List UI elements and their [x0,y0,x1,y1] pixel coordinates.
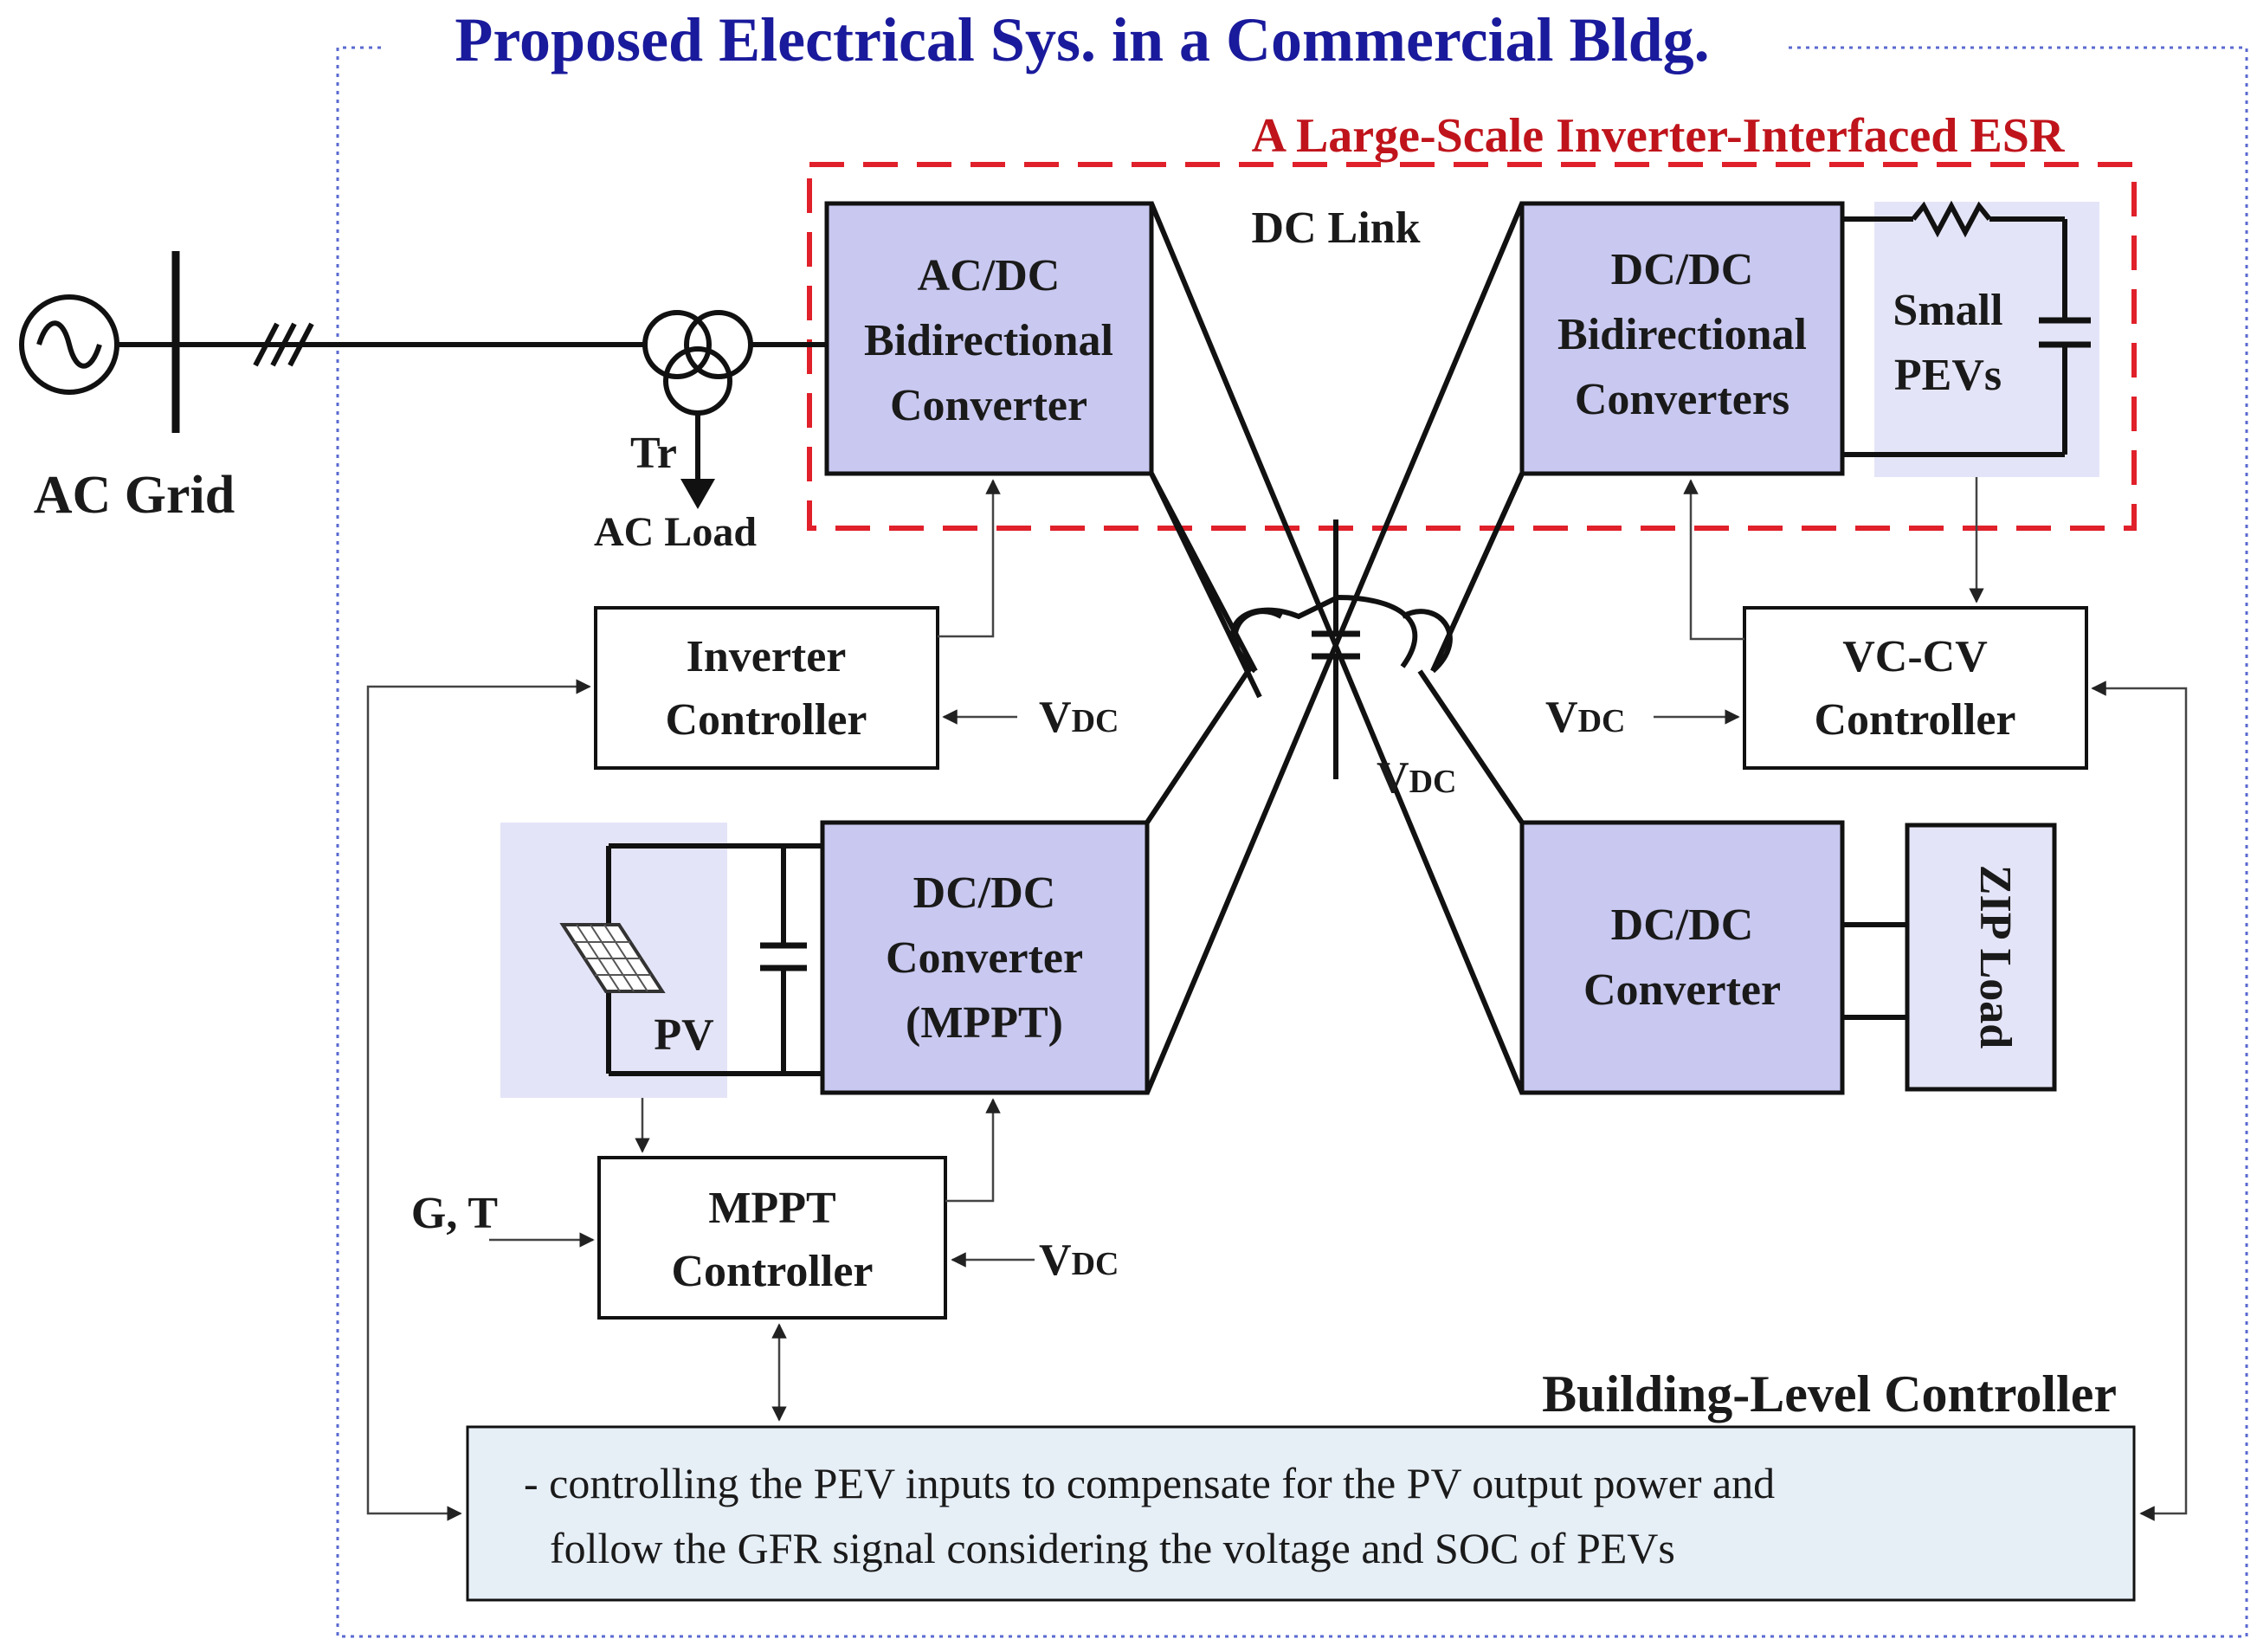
dcdc-bidir-line-3: Converters [1575,375,1789,424]
vccv-ctrl-line-2: Controller [1815,695,2016,745]
zip-load-label: ZIP Load [1970,865,2020,1049]
zip-load-box: ZIP Load [1905,823,2057,1092]
building-frame [336,46,2248,1638]
dcdc-converter-box: DC/DC Converter [1519,820,1845,1095]
gt-label: G, T [411,1189,498,1238]
dc-link-hops [1149,472,1525,674]
inverter-ctrl-line-2: Controller [666,695,867,745]
vccv-signal-arrow [1683,479,1744,641]
mppt-signal-arrow [945,1098,1001,1203]
dc-link-capacitor-icon [1312,519,1360,779]
dcdc-bidirectional-box: DC/DC Bidirectional Converters [1519,201,1845,476]
mppt-ctrl-line-1: MPPT [708,1184,835,1233]
acdc-converter-box: AC/DC Bidirectional Converter [824,201,1154,476]
ac-grid-label: AC Grid [34,466,235,525]
pv-label: PV [654,1010,713,1060]
small-pevs-line-1: Small [1893,286,2002,335]
vccv-controller-box: VC-CV Controller [1743,606,2088,770]
vdc-vccv-label: VDC [1545,693,1625,742]
diagram-title: Proposed Electrical Sys. in a Commercial… [455,5,1709,74]
dcdc-line-1: DC/DC [1611,900,1754,950]
acdc-line-3: Converter [890,381,1087,430]
dcdc-mppt-line-3: (MPPT) [906,998,1063,1048]
acdc-line-2: Bidirectional [864,316,1113,365]
dcdc-line-2: Converter [1583,965,1781,1015]
building-controller-box: - controlling the PEV inputs to compensa… [466,1425,2136,1602]
building-inverter-loop [366,679,591,1521]
pv-circuit [606,843,822,1076]
dc-link-label: DC Link [1251,203,1420,253]
dcdc-mppt-box: DC/DC Converter (MPPT) [820,820,1150,1095]
dcdc-bidir-line-1: DC/DC [1611,245,1754,294]
resistor-icon [1911,200,1992,238]
dcdc-bidir-line-2: Bidirectional [1557,310,1807,359]
inverter-ctrl-line-1: Inverter [687,632,847,681]
tr-label: Tr [630,429,677,478]
small-pevs-line-2: PEVs [1894,351,2002,400]
inverter-controller-box: Inverter Controller [594,606,939,770]
building-ctrl-desc-1: - controlling the PEV inputs to compensa… [524,1459,1775,1507]
inverter-signal-arrow [938,479,1001,638]
ac-load-label: AC Load [594,509,757,555]
acdc-line-1: AC/DC [918,251,1061,300]
dcdc-mppt-line-2: Converter [886,933,1083,983]
mppt-controller-box: MPPT Controller [597,1156,947,1320]
transformer-icon [642,310,753,416]
building-ctrl-desc-2: follow the GFR signal considering the vo… [550,1524,1675,1572]
building-ctrl-title: Building-Level Controller [1542,1365,2117,1423]
dc-link-lines [1145,202,1525,1094]
vdc-inverter-label: VDC [1039,693,1119,742]
mppt-ctrl-line-2: Controller [672,1247,874,1296]
three-phase-mark-icon [253,322,314,367]
vdc-mppt-label: VDC [1039,1236,1119,1285]
pev-shade [1874,202,2099,477]
ac-load-arrow-icon [680,479,715,509]
building-vccv-loop [2091,681,2188,1521]
ac-source-icon [19,294,119,395]
dcdc-mppt-line-1: DC/DC [913,868,1056,918]
esr-title: A Large-Scale Inverter-Interfaced ESR [1252,109,2065,163]
vdc-center: VDC [1377,753,1456,803]
pev-circuit [1842,200,2091,457]
vccv-ctrl-line-1: VC-CV [1842,632,1988,681]
